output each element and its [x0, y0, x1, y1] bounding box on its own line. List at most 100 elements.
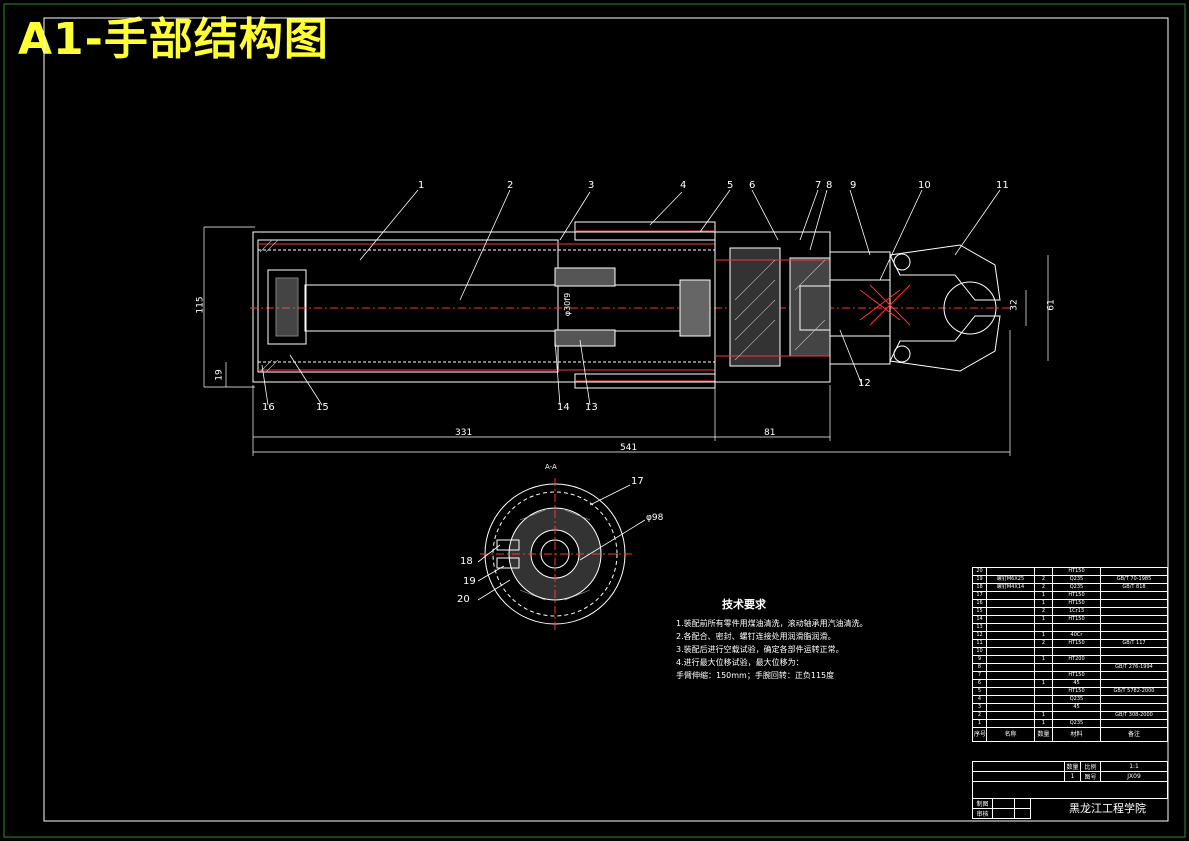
bom-cell: 1	[1034, 631, 1053, 640]
bom-cell	[1100, 607, 1168, 616]
bom-cell: 4	[972, 695, 987, 704]
bom-cell: 2	[972, 711, 987, 720]
bom-cell: 18	[972, 583, 987, 592]
bom-cell: 12	[972, 631, 987, 640]
bom-cell	[986, 703, 1035, 712]
part-label-9: 9	[850, 180, 857, 191]
bom-cell: 7	[972, 671, 987, 680]
technical-requirements-heading: 技术要求	[722, 598, 766, 611]
bom-cell: HT150	[1052, 671, 1101, 680]
bom-cell	[1052, 623, 1101, 632]
bom-cell	[1100, 695, 1168, 704]
bom-cell: HT150	[1052, 599, 1101, 608]
bom-cell	[1100, 655, 1168, 664]
part-label-7: 7	[815, 180, 822, 191]
tech-req-line: 2.各配合、密封、螺钉连接处用润滑脂润滑。	[676, 632, 836, 641]
dimension-331: 331	[455, 428, 473, 438]
bom-cell	[1100, 719, 1168, 728]
bom-cell: Q235	[1052, 719, 1101, 728]
bom-cell: HT200	[1052, 655, 1101, 664]
bom-cell: 数量	[1034, 727, 1053, 742]
bom-cell: 1	[1034, 599, 1053, 608]
tech-req-line: 手臂伸缩：150mm；手腕回转：正负115度	[676, 671, 835, 680]
section-view-aa	[477, 478, 646, 630]
part-label-14: 14	[557, 402, 570, 413]
bom-cell	[1100, 703, 1168, 712]
bom-cell: 40Cr	[1052, 631, 1101, 640]
drawing-title: A1-手部结构图	[18, 14, 329, 65]
bom-cell	[1034, 695, 1053, 704]
bom-cell	[986, 719, 1035, 728]
drawn-by-label: 制图	[972, 798, 993, 809]
bom-cell: 15	[972, 607, 987, 616]
bom-cell: 1	[1034, 719, 1053, 728]
bom-cell	[1034, 663, 1053, 672]
main-assembly-view	[203, 189, 1049, 456]
dimension-81: 81	[764, 428, 776, 438]
bom-cell: 20	[972, 567, 987, 576]
bom-cell	[1052, 647, 1101, 656]
bom-cell: 2	[1034, 575, 1053, 584]
part-label-15: 15	[316, 402, 329, 413]
bom-cell: HT150	[1052, 687, 1101, 696]
bom-cell	[986, 655, 1035, 664]
bom-row: 7 HT150	[972, 671, 1168, 680]
bom-cell	[1034, 567, 1053, 576]
bom-cell: 3	[972, 703, 987, 712]
bom-cell: 材料	[1052, 727, 1101, 742]
bom-row: 3 45	[972, 703, 1168, 712]
bom-cell	[986, 607, 1035, 616]
bom-cell	[986, 591, 1035, 600]
bom-cell: 螺钉M4X14	[986, 583, 1035, 592]
bom-cell	[1100, 591, 1168, 600]
drawing-no-label: 图号	[1080, 771, 1102, 782]
bom-row: 10	[972, 647, 1168, 656]
part-label-3: 3	[588, 180, 595, 191]
bom-cell: 2	[1034, 583, 1053, 592]
bom-cell: 1Cr13	[1052, 607, 1101, 616]
bom-cell	[1034, 623, 1053, 632]
bom-cell	[986, 567, 1035, 576]
part-label-16: 16	[262, 402, 275, 413]
part-label-2: 2	[507, 180, 514, 191]
bom-cell: 13	[972, 623, 987, 632]
tech-req-line: 4.进行最大位移试验，最大位移为：	[676, 658, 804, 667]
ratio-label: 比例	[1080, 761, 1102, 772]
ratio-value: 1:1	[1100, 761, 1169, 772]
bom-cell: GB/T 308-2000	[1100, 711, 1168, 720]
bom-cell	[1034, 703, 1053, 712]
checked-by-label: 审核	[972, 808, 993, 819]
bom-cell: 17	[972, 591, 987, 600]
bom-cell: GB/T 117	[1100, 639, 1168, 648]
part-label-13: 13	[585, 402, 598, 413]
bom-cell: 1	[1034, 615, 1053, 624]
bom-cell: 45	[1052, 703, 1101, 712]
part-label-18: 18	[460, 556, 473, 567]
bom-cell: 2	[1034, 639, 1053, 648]
dimension-phi98: φ98	[646, 513, 664, 523]
bom-cell	[986, 695, 1035, 704]
dimension-32: 32	[1009, 299, 1020, 311]
bom-cell: 10	[972, 647, 987, 656]
dimension-541: 541	[620, 443, 638, 453]
part-label-19: 19	[463, 576, 476, 587]
inner-frame	[43, 17, 1169, 822]
bom-cell: 14	[972, 615, 987, 624]
part-label-17: 17	[631, 476, 644, 487]
bom-cell	[986, 663, 1035, 672]
dimension-61: 61	[1046, 299, 1057, 311]
outer-frame	[3, 3, 1186, 838]
title-block: 数量 比例 1:1 1 图号 JX09 制图 审核	[971, 761, 1169, 821]
